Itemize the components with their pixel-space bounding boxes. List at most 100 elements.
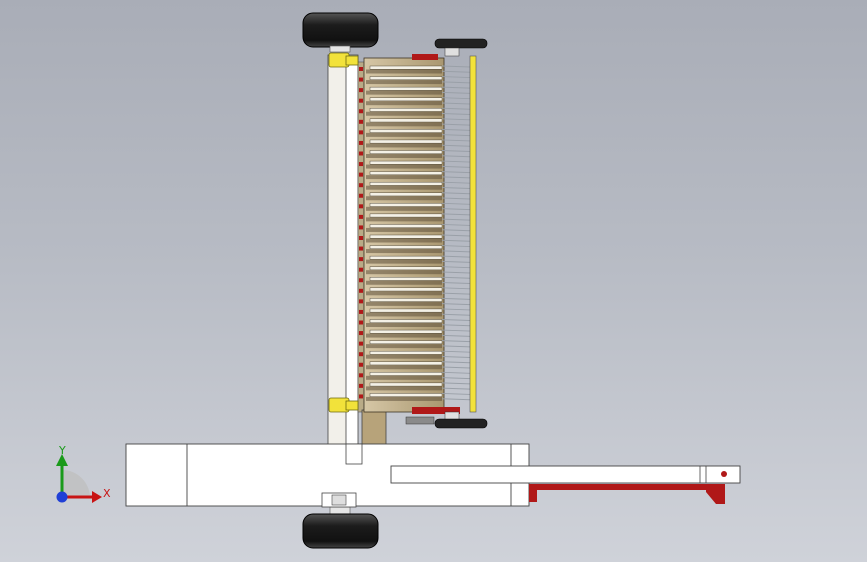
- tine: [441, 176, 471, 179]
- tine: [441, 144, 471, 147]
- tine: [441, 165, 471, 168]
- tine: [441, 97, 471, 100]
- rake-finger: [369, 86, 443, 91]
- rake-finger: [369, 181, 443, 186]
- chain-link: [359, 140, 363, 145]
- finger-shadow: [366, 101, 442, 106]
- tine: [441, 128, 471, 131]
- chain-link: [359, 299, 363, 304]
- chain-link: [359, 257, 363, 262]
- chain-link: [359, 362, 363, 367]
- chain-link: [359, 172, 363, 177]
- rake-finger: [369, 255, 443, 260]
- tine-comb: [441, 65, 471, 401]
- finger-shadow: [366, 175, 442, 180]
- tine: [441, 245, 471, 248]
- tine: [441, 65, 471, 68]
- tine: [441, 113, 471, 116]
- chain-link: [359, 331, 363, 336]
- chain-link: [359, 373, 363, 378]
- tine: [441, 276, 471, 279]
- finger-shadow: [366, 354, 442, 359]
- finger-shadow: [366, 111, 442, 116]
- tine: [441, 70, 471, 73]
- tine: [441, 255, 471, 258]
- chain-link: [359, 267, 363, 272]
- rake-finger: [369, 372, 443, 376]
- tine: [441, 308, 471, 311]
- finger-shadow: [366, 196, 442, 201]
- rake-finger: [369, 150, 443, 154]
- rake-finger: [369, 118, 443, 123]
- finger-shadow: [366, 238, 442, 243]
- finger-shadow: [366, 386, 442, 391]
- tine: [441, 155, 471, 158]
- rake-finger: [369, 245, 443, 249]
- tine: [441, 266, 471, 269]
- axis-triad: [56, 454, 102, 503]
- chain-link: [359, 109, 363, 114]
- tine: [441, 218, 471, 221]
- rake-finger: [369, 287, 443, 292]
- tine: [441, 260, 471, 263]
- rake-finger: [369, 350, 443, 355]
- axis-x-label: X: [103, 487, 111, 500]
- tine: [441, 282, 471, 285]
- rake-finger: [369, 361, 443, 366]
- tine: [441, 392, 471, 395]
- finger-shadow: [366, 185, 442, 190]
- finger-shadow: [366, 291, 442, 296]
- finger-shadow: [366, 375, 442, 380]
- chain-link: [359, 320, 363, 325]
- finger-shadow: [366, 217, 442, 222]
- rake-fingers: [366, 65, 443, 401]
- tine: [441, 398, 471, 401]
- finger-shadow: [366, 270, 442, 275]
- rake-finger: [369, 160, 443, 165]
- tine: [441, 287, 471, 290]
- finger-shadow: [366, 333, 442, 338]
- rake-finger: [369, 171, 443, 176]
- tine: [441, 86, 471, 89]
- tine: [441, 76, 471, 79]
- finger-shadow: [366, 227, 442, 232]
- chain-link: [359, 162, 363, 167]
- chain-link: [359, 236, 363, 240]
- rake-finger: [369, 329, 443, 334]
- finger-shadow: [366, 301, 442, 306]
- tine: [441, 118, 471, 121]
- rake-finger: [369, 224, 443, 228]
- tine: [441, 197, 471, 200]
- chain-link: [359, 183, 363, 188]
- tine: [441, 329, 471, 332]
- finger-shadow: [366, 206, 442, 211]
- tine: [441, 292, 471, 295]
- finger-shadow: [366, 132, 442, 137]
- rake-finger: [369, 213, 443, 218]
- chain-link: [359, 193, 363, 198]
- tine: [441, 345, 471, 348]
- bottom-hub: [405, 407, 488, 429]
- rake-finger: [369, 298, 443, 302]
- bottom-wheel: [302, 506, 379, 549]
- tine: [441, 160, 471, 163]
- finger-shadow: [366, 143, 442, 148]
- rake-finger: [369, 97, 443, 102]
- tine: [441, 107, 471, 110]
- rake-finger: [369, 65, 443, 70]
- chain-link: [359, 77, 363, 82]
- tine: [441, 250, 471, 253]
- chain-link: [359, 67, 363, 71]
- tine: [441, 355, 471, 358]
- finger-shadow: [366, 80, 442, 85]
- rake-rotor: [359, 55, 477, 413]
- finger-shadow: [366, 344, 442, 349]
- tine: [441, 313, 471, 316]
- finger-shadow: [366, 396, 442, 401]
- rake-finger: [369, 129, 443, 133]
- tine: [441, 186, 471, 189]
- tine: [441, 234, 471, 237]
- finger-shadow: [366, 154, 442, 158]
